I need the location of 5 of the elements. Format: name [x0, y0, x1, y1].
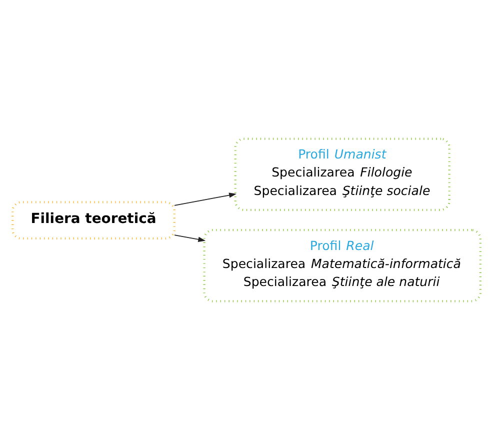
- node-box: Filiera teoretică: [11, 200, 175, 240]
- node-box: Profil Umanist Specializarea Filologie Specializarea Ştiinţe sociale: [234, 137, 450, 210]
- arrow: [174, 192, 236, 206]
- node-box: Profil Real Specializarea Matematică-informatică Specializarea Ştiinţe ale naturii: [202, 228, 481, 302]
- arrow: [174, 234, 206, 242]
